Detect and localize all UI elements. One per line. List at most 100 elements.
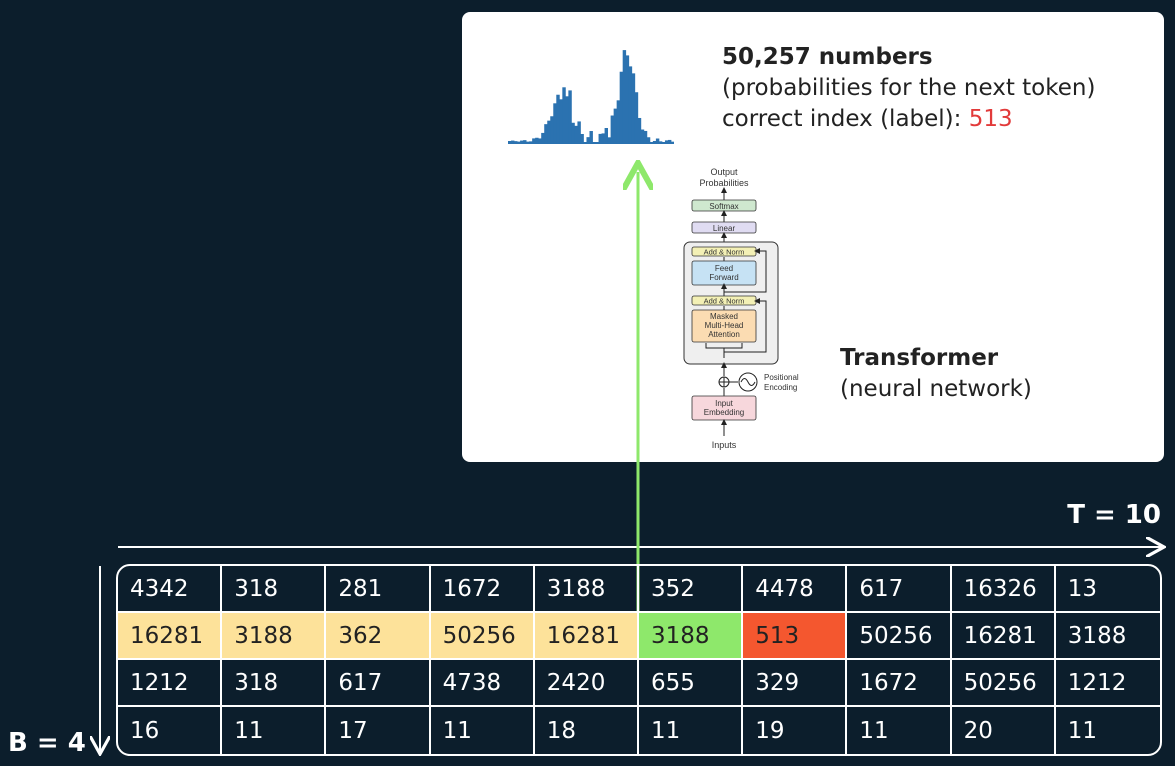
t-axis-label: T = 10 [1067,500,1161,530]
tf-addnorm-top-label: Add & Norm [704,248,745,257]
tf-attention-label: Attention [708,330,740,339]
probabilities-text: 50,257 numbers (probabilities for the ne… [722,42,1095,135]
histogram-bar [586,137,590,144]
transformer-diagram: Output Probabilities Softmax Linear Add … [683,167,799,450]
token-cell: 1672 [430,566,535,613]
histogram-bar [535,137,539,144]
histogram-bar [553,103,557,144]
token-cell: 50256 [847,613,952,660]
histogram-bar [571,122,575,144]
token-cell: 3188 [638,613,744,660]
token-cell: 11 [431,707,535,754]
tf-masked-label: Masked [710,312,738,321]
transformer-text: Transformer (neural network) [840,343,1032,405]
histogram-bar [520,140,524,144]
tf-linear-label: Linear [713,224,736,233]
token-cell: 4478 [743,566,848,613]
histogram-bar [580,133,584,144]
transformer-subtitle: (neural network) [840,376,1032,402]
histogram-bar [529,141,533,144]
token-cell: 329 [743,660,848,707]
transformer-title: Transformer [840,345,999,371]
label-value: 513 [968,106,1013,132]
tf-attention-block [691,309,757,343]
token-cell: 3188 [1055,613,1160,660]
token-cell: 50256 [951,660,1056,707]
histogram-bar [625,55,630,144]
tf-feed-label: Feed [715,264,733,273]
token-cell: 352 [638,566,744,613]
token-cell: 11 [1067,717,1098,744]
token-cell: 1212 [118,660,223,707]
token-cell: 318 [222,660,327,707]
histogram-bar [655,138,660,144]
token-cell: 18 [535,707,639,754]
histogram-bar [544,124,548,144]
histogram-bar [616,100,621,144]
histogram-bar [658,141,663,144]
token-cell: 16281 [951,613,1056,660]
histogram-icon [508,50,674,144]
histogram-bar [610,115,615,144]
token-cell: 4342 [118,566,223,613]
tf-embedding-label: Embedding [704,408,744,417]
tf-addnorm-bottom-label: Add & Norm [704,297,745,306]
histogram-bar [628,66,633,144]
label-line: correct index (label): 513 [722,104,1095,135]
histogram-bar [643,130,648,144]
histogram-bar [523,140,527,144]
token-cell: 11 [222,707,327,754]
label-prefix: correct index (label): [722,106,969,132]
histogram-bar [595,142,599,144]
histogram-bar [670,141,674,144]
token-cell: 617 [847,566,952,613]
histogram-bar [508,141,512,144]
histogram-bar [646,137,651,144]
histogram-bar [631,73,636,144]
histogram-bar [556,94,560,144]
token-cell: 281 [326,566,431,613]
histogram-bar [568,90,572,144]
histogram-bar [652,140,657,144]
histogram-bar [622,50,627,144]
token-cell: 2420 [534,660,639,707]
token-cell: 11 [639,707,744,754]
histogram-bar [577,121,581,144]
tf-multihead-label: Multi-Head [705,321,744,330]
histogram-bar [583,142,587,144]
token-cell: 3188 [534,566,639,613]
histogram-bar [637,117,642,144]
histogram-bar [649,142,654,144]
histogram-bar [547,120,551,144]
token-cell: 1672 [847,660,952,707]
tf-inputs-label: Inputs [712,440,737,450]
histogram-bar [541,132,545,144]
histogram-bar [559,99,563,144]
token-cell: 50256 [430,613,535,660]
b-axis-label: B = 4 [8,728,86,758]
tf-output-label: Output [710,167,738,177]
histogram-bar [538,138,542,144]
info-panel [462,12,1164,462]
token-cell: 4738 [430,660,535,707]
token-cell: 20 [952,707,1056,754]
histogram-bar [511,140,515,144]
histogram-bar [661,142,666,144]
tf-input-label: Input [715,399,734,408]
token-cell: 513 [743,613,848,660]
histogram-bar [565,96,569,144]
tf-probabilities-label: Probabilities [699,178,749,188]
histogram-bar [640,129,645,144]
token-cell: 16326 [951,566,1056,613]
histogram-bar [526,141,530,144]
token-cell: 16281 [118,613,223,660]
histogram-bar [550,116,554,144]
token-cell: 1212 [1055,660,1160,707]
histogram-bar [562,87,566,144]
token-cell: 3188 [222,613,327,660]
token-cell: 362 [326,613,431,660]
histogram-bar [604,128,608,144]
histogram-bar [517,141,521,144]
token-cell: 318 [222,566,327,613]
